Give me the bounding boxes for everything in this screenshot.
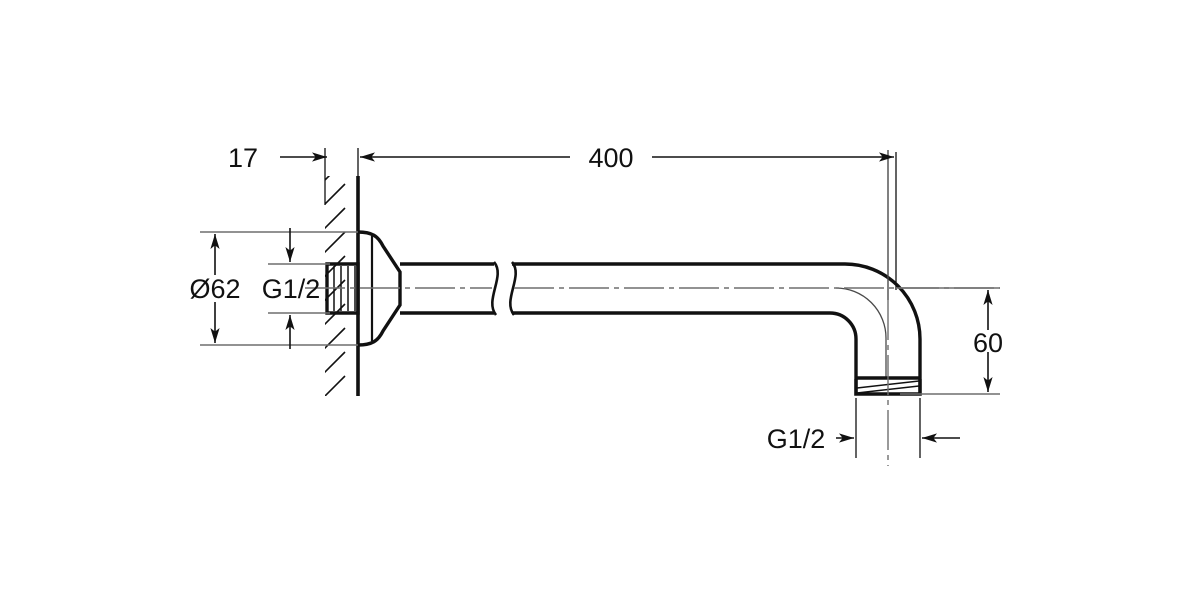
dimension-wall-thickness: 17 [228, 143, 327, 173]
dimension-drop-height: 60 [973, 290, 1003, 392]
extension-lines-thin [200, 231, 1000, 395]
dimension-projection: 400 [360, 143, 894, 173]
elbow-center-arc [835, 287, 887, 379]
break-symbol [490, 261, 518, 316]
dimension-label-d62: Ø62 [189, 274, 240, 304]
dimension-label-outlet-g12: G1/2 [767, 424, 826, 454]
dimension-label-17: 17 [228, 143, 258, 173]
dimension-inlet-thread: G1/2 [262, 228, 321, 349]
extension-lines-outlet [855, 398, 921, 458]
dimension-label-400: 400 [588, 143, 633, 173]
dimension-label-inlet-g12: G1/2 [262, 274, 321, 304]
dimension-escutcheon-diameter: Ø62 [189, 234, 241, 343]
elbow [829, 262, 922, 379]
dimension-label-60: 60 [973, 328, 1003, 358]
dimension-outlet-thread: G1/2 [767, 424, 960, 454]
horizontal-arm [400, 262, 845, 315]
